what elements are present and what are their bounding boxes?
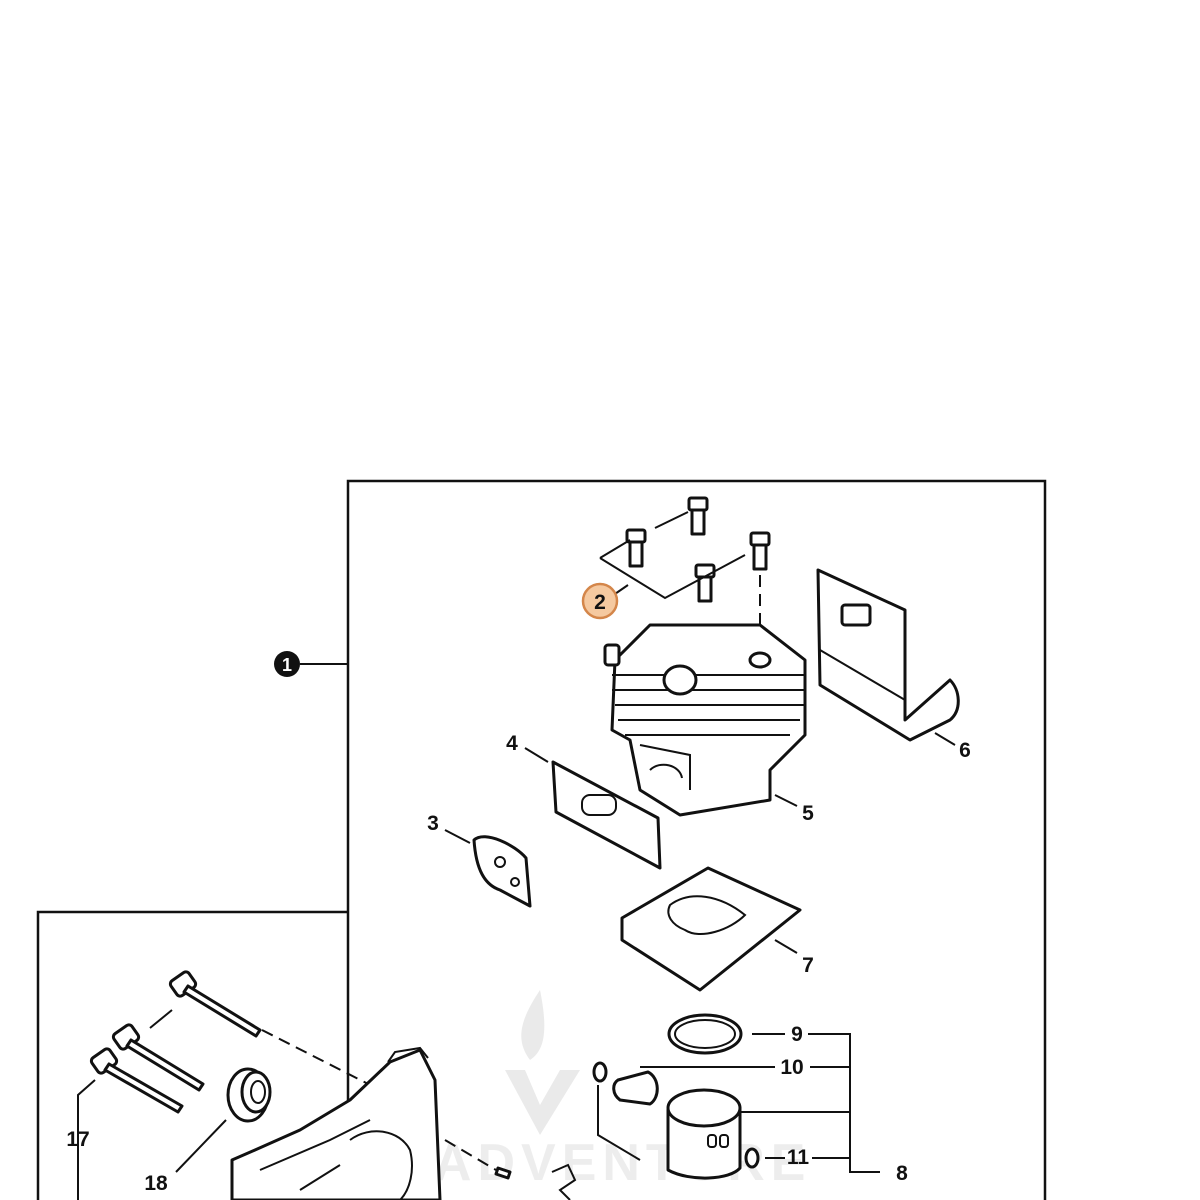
long-screw [89,1047,184,1114]
svg-text:7: 7 [802,954,814,977]
callout-3[interactable]: 3 [427,812,439,835]
callout-9[interactable]: 9 [791,1023,803,1046]
svg-text:9: 9 [791,1023,803,1046]
callout-4[interactable]: 4 [506,732,518,755]
snap-ring-2 [744,1147,760,1169]
svg-text:2: 2 [594,591,606,614]
crankcase [230,1046,442,1200]
insulator-flange [472,835,532,908]
cylinder-screws [599,496,771,660]
callout-17[interactable]: 17 [66,1128,89,1151]
piston [666,1088,742,1180]
crankcase-screws [77,970,381,1200]
svg-text:6: 6 [959,739,971,762]
cylinder [603,623,807,817]
callout-8[interactable]: 8 [896,1162,908,1185]
screw [694,563,716,603]
callout-1[interactable]: 1 [274,651,300,677]
snap-ring [592,1061,608,1083]
screw [625,528,647,568]
small-pin [494,1166,512,1180]
screw [687,496,709,536]
piston-pin [612,1070,659,1106]
piston-ring [667,1013,743,1055]
spring-clip [551,1163,577,1200]
screw [749,531,771,571]
callout-7[interactable]: 7 [802,954,814,977]
callout-18[interactable]: 18 [144,1172,168,1195]
long-screw [168,970,262,1038]
callout-11[interactable]: 11 [787,1146,810,1169]
svg-text:1: 1 [282,655,292,675]
svg-text:3: 3 [427,812,439,835]
svg-text:10: 10 [780,1056,803,1079]
cylinder-base-gasket [620,866,802,992]
callout-5[interactable]: 5 [802,802,814,825]
callout-10[interactable]: 10 [780,1056,803,1079]
callout-6[interactable]: 6 [959,739,971,762]
svg-text:5: 5 [802,802,814,825]
heat-shield [816,568,960,742]
callout-2[interactable]: 2 [581,582,619,620]
svg-text:11: 11 [787,1146,810,1169]
svg-text:17: 17 [66,1128,89,1151]
oil-seal [226,1067,272,1123]
svg-text:18: 18 [144,1172,168,1195]
svg-text:8: 8 [896,1162,908,1185]
assembly-bracket [36,479,1047,1200]
svg-text:4: 4 [506,732,518,755]
intake-gasket [551,760,662,870]
long-screw [111,1023,205,1092]
